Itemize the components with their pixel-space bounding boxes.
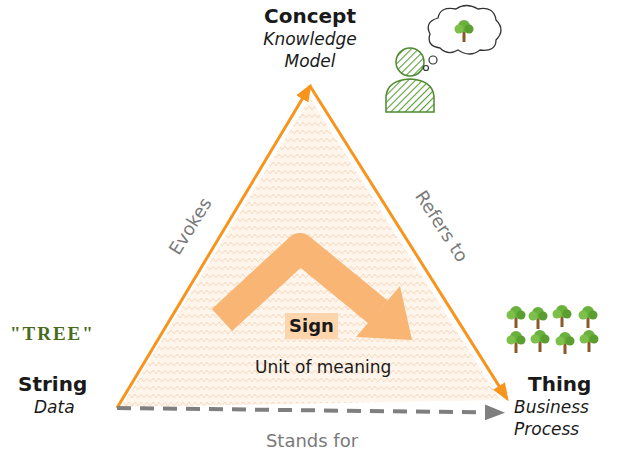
refers-line: [310, 86, 507, 399]
thought-bubble: [424, 6, 502, 71]
edge-label: Refers to: [411, 186, 473, 265]
sign-title: Sign: [285, 313, 338, 339]
term-subtitle: Knowledge Model: [250, 28, 370, 72]
stands-for-line: [117, 408, 502, 413]
string-term: StringData: [14, 372, 114, 420]
edge-label: Stands for: [266, 430, 358, 451]
string-example: "TREE": [10, 323, 95, 345]
term-title: Concept: [250, 4, 370, 28]
sign-subtitle: Unit of meaning: [255, 356, 391, 378]
triangle-fill: [121, 98, 500, 407]
term-title: Thing: [510, 372, 624, 396]
tree-icons: [507, 305, 599, 354]
sign-arrow: [222, 248, 412, 340]
person-icon: [386, 48, 434, 112]
term-subtitle: Business Process: [510, 396, 624, 440]
term-subtitle: Data: [14, 396, 114, 418]
edge-label: Evokes: [164, 194, 215, 259]
concept-term: ConceptKnowledge Model: [250, 4, 370, 74]
thing-term: ThingBusiness Process: [510, 372, 624, 442]
term-title: String: [14, 372, 114, 396]
